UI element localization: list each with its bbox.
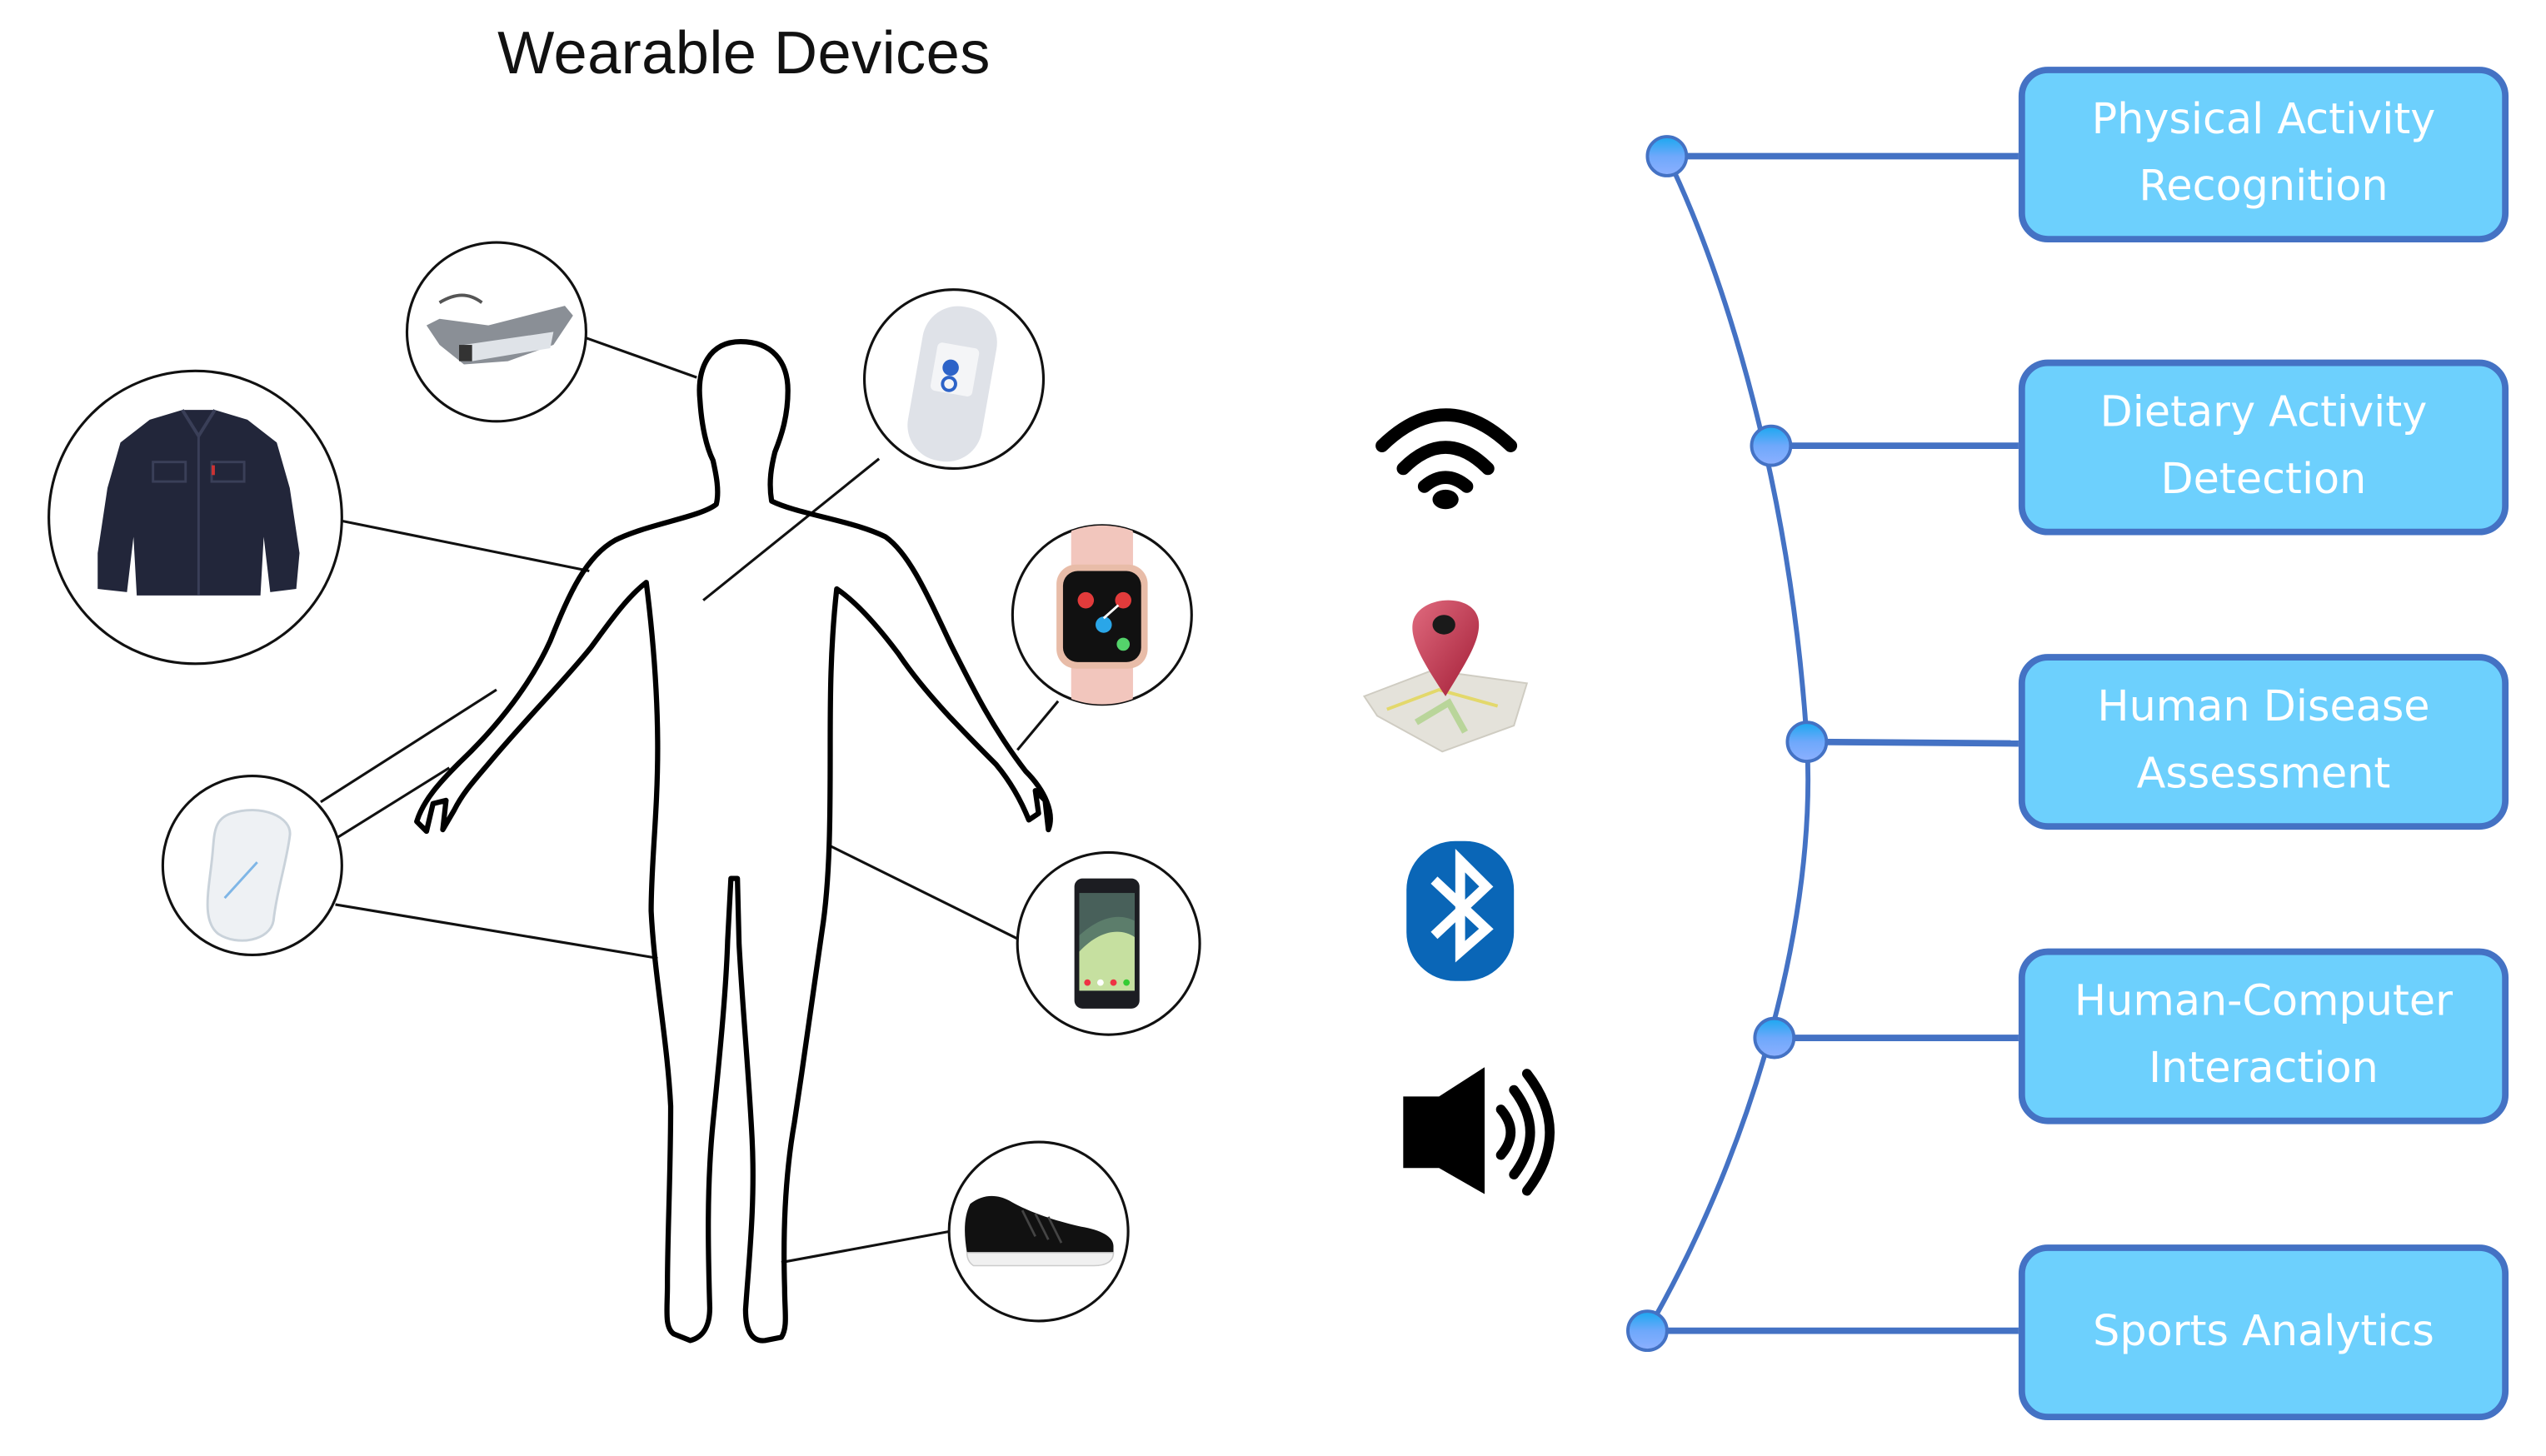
app-box-label: Sports Analytics [2093,1307,2434,1356]
application-nodes [1626,135,1829,1353]
shoe-icon [965,1195,1115,1267]
location-pin-icon [1362,600,1529,753]
node-dietary-activity [1750,424,1793,467]
speaker-icon [1403,1067,1555,1196]
node-sports-analytics [1626,1309,1669,1353]
application-connectors [1645,152,2019,1334]
app-box-physical-activity-recognition: Physical Activity Recognition [2018,67,2509,243]
app-box-human-computer-interaction: Human-Computer Interaction [2018,948,2509,1124]
node-human-disease [1785,721,1829,763]
human-body-outline [414,339,1053,1344]
page-title: Wearable Devices [497,19,991,87]
app-box-label: Human Disease Assessment [2097,683,2430,799]
smartphone-icon [1074,878,1140,1009]
app-box-dietary-activity-detection: Dietary Activity Detection [2018,359,2509,536]
app-box-human-disease-assessment: Human Disease Assessment [2018,654,2509,830]
node-physical-activity [1645,135,1689,177]
wifi-icon [1375,408,1518,510]
app-box-sports-analytics: Sports Analytics [2018,1244,2509,1421]
device-smartphone [1016,850,1201,1036]
chest-sensor-icon [907,306,997,462]
device-smart-jacket [47,369,343,666]
device-body-sensor [161,775,343,957]
body-sensor-icon [206,809,292,942]
smart-glasses-icon [426,293,573,365]
smartwatch-icon [1056,525,1148,705]
device-chest-sensor [862,288,1046,471]
jacket-icon [97,409,300,596]
app-box-label: Physical Activity Recognition [2091,96,2436,212]
device-smart-glasses [405,241,587,423]
device-smartwatch [1011,524,1193,706]
device-leader-lines [320,335,1060,1264]
app-box-label: Dietary Activity Detection [2099,388,2428,505]
app-box-label: Human-Computer Interaction [2074,977,2454,1094]
node-hci [1753,1016,1796,1060]
bluetooth-icon [1406,840,1515,981]
device-smart-shoe [947,1140,1130,1323]
